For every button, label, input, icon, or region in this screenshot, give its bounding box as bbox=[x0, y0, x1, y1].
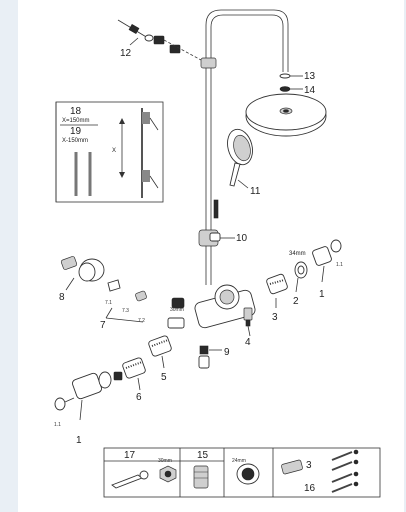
hex-nut-30mm bbox=[159, 465, 177, 483]
tool-15-number: 15 bbox=[197, 450, 209, 461]
callout-1-1-left: 1.1 bbox=[54, 422, 61, 428]
inset-spec-18: X=150mm bbox=[62, 118, 90, 124]
s-union-3 bbox=[266, 273, 288, 295]
wrench-30mm-label: 30mm bbox=[170, 307, 184, 313]
exploded-view-diagram: 13 14 11 10 12 18 X=150 bbox=[54, 9, 381, 498]
nut-30mm-label: 30mm bbox=[158, 458, 172, 464]
overhead-shower-head bbox=[245, 93, 327, 137]
tool-16-number: 16 bbox=[304, 483, 316, 494]
callout-6: 6 bbox=[136, 392, 142, 403]
screw-anchor-set bbox=[331, 449, 359, 493]
tool-wrench-17 bbox=[111, 470, 149, 489]
tool-insert-15 bbox=[193, 465, 209, 489]
cap-nut-right bbox=[312, 239, 342, 266]
callout-10: 10 bbox=[236, 233, 248, 244]
outlet-elbow bbox=[198, 345, 210, 369]
tool-17-number: 17 bbox=[124, 450, 136, 461]
callout-3: 3 bbox=[272, 312, 278, 323]
rosette-8 bbox=[60, 256, 105, 282]
cartridge-set-7 bbox=[107, 279, 185, 329]
callout-14: 14 bbox=[304, 85, 316, 96]
callout-1-left: 1 bbox=[76, 435, 82, 446]
adapter-3 bbox=[281, 459, 303, 475]
top-bracket bbox=[200, 57, 217, 69]
ring-24mm-label: 24mm bbox=[232, 458, 246, 464]
callout-1-1-right: 1.1 bbox=[336, 262, 343, 268]
wrench-34mm-label: 34mm bbox=[289, 251, 306, 257]
wall-bracket-set bbox=[117, 19, 202, 61]
connector-4 bbox=[243, 307, 253, 327]
callout-4: 4 bbox=[245, 337, 251, 348]
callout-12: 12 bbox=[120, 48, 132, 59]
callout-2: 2 bbox=[293, 296, 299, 307]
callout-7: 7 bbox=[100, 320, 106, 331]
mounting-inset: 18 X=150mm 19 X-150mm X bbox=[55, 101, 164, 203]
inset-part-18: 18 bbox=[70, 106, 82, 117]
callout-7-2: 7.2 bbox=[138, 318, 145, 324]
cap-nut-left bbox=[54, 371, 123, 411]
callout-13: 13 bbox=[304, 71, 316, 82]
callout-1-right: 1 bbox=[319, 289, 325, 300]
drawing-frame: 13 14 11 10 12 18 X=150 bbox=[18, 0, 404, 512]
seal-ring-14 bbox=[279, 86, 291, 92]
callout-7-1: 7.1 bbox=[105, 300, 112, 306]
rosette-2 bbox=[294, 261, 308, 279]
inset-dimension-x: X bbox=[112, 148, 116, 154]
slide-bar-holder bbox=[198, 199, 221, 247]
hand-shower bbox=[227, 128, 253, 187]
callout-9: 9 bbox=[224, 347, 230, 358]
tool-3-number: 3 bbox=[306, 460, 312, 471]
callout-8: 8 bbox=[59, 292, 65, 303]
callout-11: 11 bbox=[250, 186, 261, 197]
inset-part-19: 19 bbox=[70, 126, 82, 137]
riser-pipe bbox=[205, 9, 289, 285]
s-union-6 bbox=[122, 357, 146, 379]
inset-spec-19: X-150mm bbox=[62, 138, 88, 144]
connector-5 bbox=[148, 335, 172, 357]
callout-5: 5 bbox=[161, 372, 167, 383]
thermostat-body bbox=[194, 284, 256, 329]
ring-24mm bbox=[236, 463, 260, 485]
seal-ring-13 bbox=[279, 73, 291, 79]
callout-7-3: 7.3 bbox=[122, 308, 129, 314]
